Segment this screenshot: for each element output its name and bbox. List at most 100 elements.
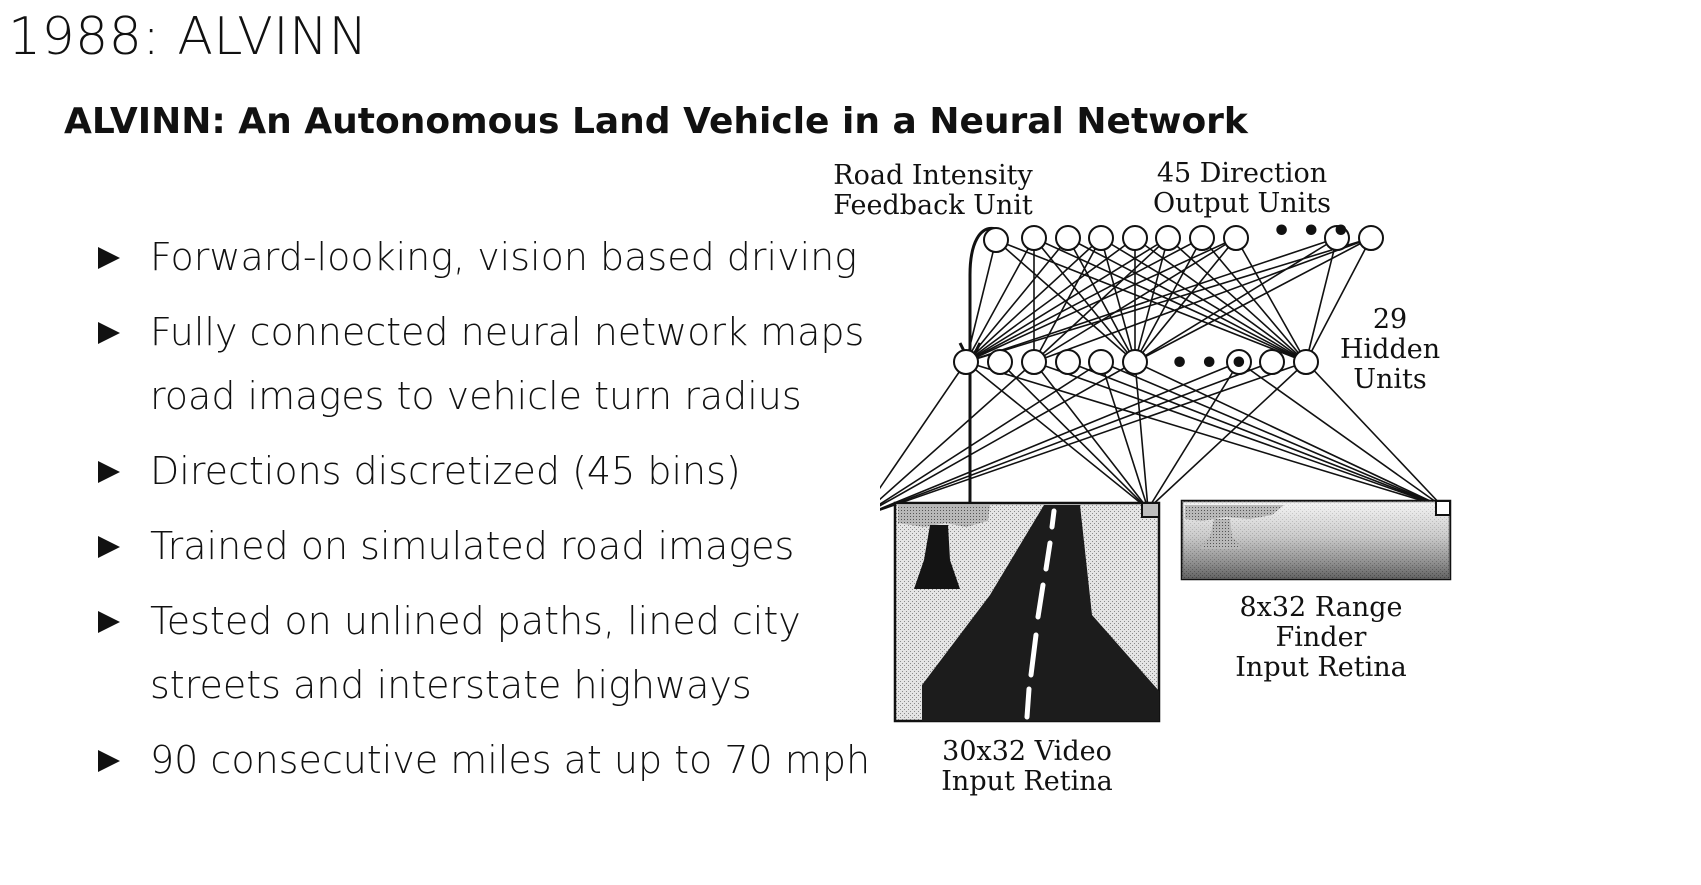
feedback-label-line: Feedback Unit [833, 190, 1033, 221]
output-unit-node [1021, 225, 1047, 251]
bullet-item: Trained on simulated road images [96, 514, 876, 578]
range-finder-input-retina [1180, 499, 1452, 581]
hidden-ellipsis: • • • [1170, 346, 1248, 381]
bullet-item: Tested on unlined paths, lined city stre… [96, 589, 876, 717]
hidden-unit-node [1293, 349, 1319, 375]
bullet-text-continued: streets and interstate highways [150, 663, 752, 707]
triangle-bullet-icon [98, 322, 120, 344]
connection-line [965, 237, 1069, 363]
output-unit-node [1324, 225, 1350, 251]
output-unit-node [1155, 225, 1181, 251]
hidden-units-label: 29 Hidden Units [1340, 305, 1440, 395]
connection-line [965, 361, 1149, 510]
network-svg: • • • • • • [847, 214, 1452, 723]
output-units-label: 45 Direction Output Units [1142, 159, 1342, 219]
connection-line [859, 361, 1035, 518]
bullet-list: Forward-looking, vision based driving Fu… [96, 225, 876, 803]
connection-line [1100, 361, 1149, 510]
feedback-unit-label: Road Intensity Feedback Unit [818, 161, 1048, 221]
triangle-bullet-icon [98, 247, 120, 269]
slide-subtitle: ALVINN: An Autonomous Land Vehicle in a … [64, 101, 1248, 142]
connection-line [1033, 361, 1444, 508]
connection-line [999, 361, 1149, 510]
connection-line [965, 237, 1338, 363]
video-retina-label: 30x32 Video Input Retina [922, 737, 1132, 797]
hidden-unit-node [953, 349, 979, 375]
output-unit-node [1122, 225, 1148, 251]
triangle-bullet-icon [98, 611, 120, 633]
bullet-item: Fully connected neural network maps road… [96, 300, 876, 428]
connection-line [859, 361, 1273, 518]
output-unit-node [1055, 225, 1081, 251]
hidden-unit-node [1259, 349, 1285, 375]
hidden-unit-node [1055, 349, 1081, 375]
output-label-line: Output Units [1153, 188, 1331, 219]
connection-line [1033, 237, 1372, 363]
connection-line [859, 361, 1102, 518]
video-label-line: 30x32 Video [942, 736, 1112, 767]
connection-line [1305, 361, 1444, 508]
output-ellipsis: • • • [1272, 214, 1350, 249]
connection-line [859, 361, 1240, 518]
bullet-item: 90 consecutive miles at up to 70 mph [96, 728, 876, 792]
triangle-bullet-icon [98, 536, 120, 558]
output-label-line: 45 Direction [1156, 158, 1328, 189]
bullet-text: Trained on simulated road images [150, 524, 795, 568]
alvinn-network-diagram: • • • • • • Road Intensity Feedback Unit… [833, 159, 1600, 881]
connection-line [1238, 361, 1444, 508]
connection-line [859, 361, 1136, 518]
bullet-item: Forward-looking, vision based driving [96, 225, 876, 289]
hidden-unit-node [1122, 349, 1148, 375]
hidden-label-line: Hidden [1340, 334, 1441, 365]
triangle-bullet-icon [98, 750, 120, 772]
connection-line [1305, 237, 1372, 363]
hidden-label-line: Units [1353, 364, 1427, 395]
feedback-label-line: Road Intensity [833, 160, 1033, 191]
output-unit-node [1189, 225, 1215, 251]
connection-line [965, 237, 1136, 363]
bullet-item: Directions discretized (45 bins) [96, 439, 876, 503]
output-unit-node [1088, 225, 1114, 251]
hidden-unit-node [1021, 349, 1047, 375]
connection-line [1100, 237, 1136, 363]
connection-line [1134, 361, 1444, 508]
connection-line [965, 361, 1444, 508]
feedback-loop-arrow [958, 235, 996, 543]
connection-line [1134, 361, 1149, 510]
connection-line [1147, 361, 1240, 510]
hidden-unit-node [987, 349, 1013, 375]
bullet-text: Forward-looking, vision based driving [150, 235, 858, 279]
hidden-label-line: 29 [1372, 304, 1408, 335]
slide-title: 1988: ALVINN [8, 7, 368, 67]
bullet-text-continued: road images to vehicle turn radius [150, 374, 802, 418]
video-input-retina [893, 501, 1161, 723]
network-connections [859, 237, 1444, 518]
output-unit-node [1223, 225, 1249, 251]
connection-line [1134, 237, 1237, 363]
connection-line [859, 361, 1307, 518]
connection-line [1033, 237, 1237, 363]
video-label-line: Input Retina [941, 766, 1113, 797]
range-label-line: 8x32 Range Finder [1239, 592, 1403, 653]
bullet-text: Fully connected neural network maps [150, 310, 865, 354]
connection-line [1100, 361, 1444, 508]
triangle-bullet-icon [98, 461, 120, 483]
hidden-unit-node [1088, 349, 1114, 375]
feedback-unit-node [983, 227, 1009, 253]
connection-line [1235, 237, 1307, 363]
range-label-line: Input Retina [1235, 652, 1407, 683]
output-unit-node [1358, 225, 1384, 251]
bullet-text: Directions discretized (45 bins) [150, 449, 741, 493]
bullet-text: Tested on unlined paths, lined city [150, 599, 801, 643]
bullet-text: 90 consecutive miles at up to 70 mph [150, 738, 871, 782]
hidden-unit-node [1226, 349, 1252, 375]
connection-line [1147, 361, 1307, 510]
connection-line [1033, 237, 1102, 363]
connection-line [965, 237, 1035, 363]
connection-line [1033, 361, 1149, 510]
connection-line [1033, 237, 1169, 363]
connection-line [1067, 361, 1444, 508]
range-retina-label: 8x32 Range Finder Input Retina [1196, 593, 1446, 683]
connection-line [965, 237, 1203, 363]
connection-line [1134, 237, 1372, 363]
